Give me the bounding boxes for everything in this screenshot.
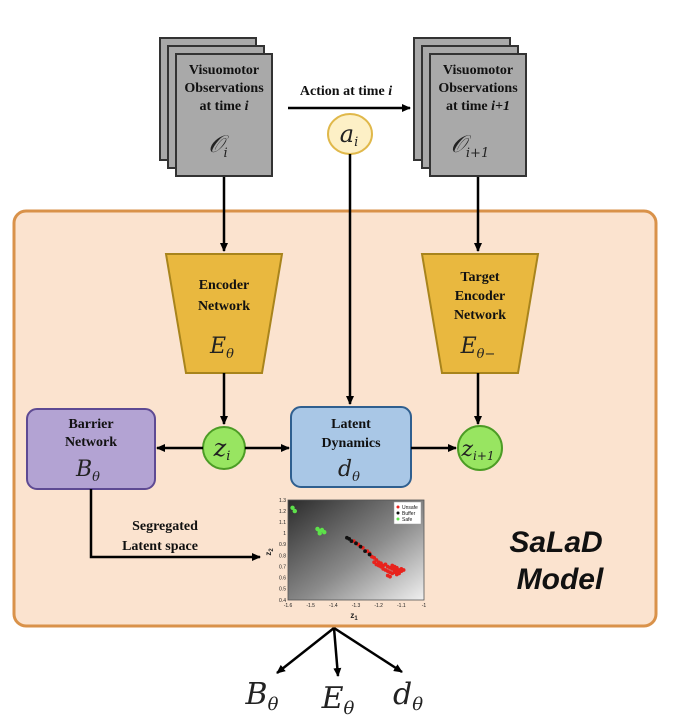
plot-x-tick-label: -1.3: [352, 603, 361, 609]
output-barrier-symbol: Bθ: [245, 677, 279, 715]
observations-left-line2: Observations: [184, 81, 264, 96]
legend-unsafe-label: Unsafe: [402, 505, 418, 511]
plot-point-unsafe: [372, 560, 377, 565]
latent-space-plot: 0.40.50.60.70.80.911.11.21.3 -1.6-1.5-1.…: [264, 498, 426, 622]
legend-buffer-marker: [396, 511, 400, 515]
plot-x-tick-label: -1.1: [397, 603, 406, 609]
observations-left-stack: Visuomotor Observations at time i 𝒪i: [159, 37, 273, 177]
observations-right-line1: Visuomotor: [443, 63, 513, 78]
encoder-line1: Encoder: [199, 278, 250, 293]
plot-x-tick-label: -1.6: [284, 603, 293, 609]
plot-x-tick-label: -1.2: [374, 603, 383, 609]
observations-left-line1: Visuomotor: [189, 63, 259, 78]
target-encoder-symbol: Eθ−: [460, 334, 496, 362]
plot-y-tick-label: 0.4: [279, 598, 286, 604]
segregated-line2: Latent space: [122, 539, 198, 554]
znext-symbol: zi+1: [460, 437, 494, 463]
legend-safe-marker: [396, 517, 400, 521]
encoder-network: Encoder Network Eθ: [164, 253, 284, 374]
target-encoder-network: Target Encoder Network Eθ−: [420, 253, 540, 374]
segregated-line1: Segregated: [132, 519, 198, 534]
encoder-symbol: Eθ: [209, 334, 234, 362]
plot-y-tick-label: 0.6: [279, 576, 286, 582]
observations-right-line3: at time i+1: [446, 99, 510, 114]
output-encoder-symbol: Eθ: [321, 681, 355, 719]
plot-point-unsafe: [390, 563, 395, 568]
latent-dynamics: Latent Dynamics dθ: [290, 406, 412, 488]
target-encoder-line3: Network: [454, 308, 506, 323]
barrier-line2: Network: [65, 435, 117, 450]
plot-point-buffer: [358, 544, 363, 549]
plot-x-tick-label: -1: [422, 603, 427, 609]
plot-y-tick-label: 1.1: [279, 520, 286, 526]
plot-frame: [287, 499, 425, 601]
plot-point-unsafe: [401, 568, 406, 572]
plot-y-tick-label: 0.8: [279, 553, 286, 559]
encoder-line2: Network: [198, 299, 250, 314]
barrier-to-plot-arrow: [89, 489, 261, 561]
zi-symbol: zi: [213, 434, 231, 464]
plot-point-buffer: [363, 549, 367, 554]
target-encoder-line1: Target: [460, 270, 499, 285]
plot-point-unsafe: [394, 569, 399, 574]
plot-y-tick-label: 1: [283, 531, 286, 537]
plot-y-tick-label: 0.5: [279, 587, 286, 593]
output-dynamics-symbol: dθ: [393, 677, 423, 715]
plot-point-unsafe: [388, 574, 392, 579]
output-barrier-arrow: [276, 627, 335, 674]
output-encoder-arrow: [332, 627, 342, 677]
model-title-line1: SaLaD: [509, 526, 602, 559]
plot-point-buffer: [354, 541, 358, 546]
plot-x-tick-label: -1.4: [329, 603, 338, 609]
plot-point-safe: [317, 531, 322, 536]
action-symbol: ai: [340, 120, 358, 150]
dynamics-symbol: dθ: [338, 457, 360, 485]
znext-node: [457, 425, 503, 471]
action-label: Action at time i: [300, 84, 392, 99]
plot-points: [290, 505, 406, 579]
dynamics-line1: Latent: [331, 417, 371, 432]
target-encoder-line2: Encoder: [455, 289, 506, 304]
barrier-symbol: Bθ: [75, 457, 100, 485]
plot-point-buffer: [347, 536, 352, 541]
plot-ylabel: z2: [264, 548, 275, 556]
legend-buffer-label: Buffer: [402, 511, 416, 517]
plot-x-tick-label: -1.5: [306, 603, 315, 609]
plot-point-safe: [322, 530, 327, 535]
model-title-line2: Model: [517, 563, 604, 596]
plot-point-unsafe: [383, 568, 388, 572]
observations-left-line3: at time i: [200, 99, 249, 114]
barrier-network: Barrier Network Bθ: [26, 408, 156, 490]
plot-point-safe: [292, 508, 297, 514]
dynamics-line2: Dynamics: [321, 436, 381, 451]
plot-legend: Unsafe Buffer Safe: [393, 501, 422, 525]
output-dynamics-arrow: [333, 626, 403, 674]
plot-y-tick-label: 0.7: [279, 564, 286, 570]
observations-right-stack: Visuomotor Observations at time i+1 𝒪i+1: [413, 37, 527, 177]
barrier-line1: Barrier: [68, 417, 113, 432]
plot-y-tick-label: 1.2: [279, 509, 286, 515]
plot-x-ticks: -1.6 -1.5 -1.4 -1.3 -1.2 -1.1 -1: [284, 603, 427, 609]
plot-y-ticks: 0.4 0.5 0.6 0.7 0.8 0.9 1 1.1 1.2 1.3: [279, 498, 286, 604]
plot-y-tick-label: 1.3: [279, 498, 286, 504]
plot-point-buffer: [367, 552, 372, 557]
plot-xlabel: z1: [350, 611, 358, 622]
plot-point-safe: [290, 505, 295, 510]
plot-y-tick-label: 0.9: [279, 542, 286, 548]
observations-right-line2: Observations: [438, 81, 518, 96]
legend-unsafe-marker: [396, 505, 400, 509]
legend-safe-label: Safe: [402, 517, 413, 523]
